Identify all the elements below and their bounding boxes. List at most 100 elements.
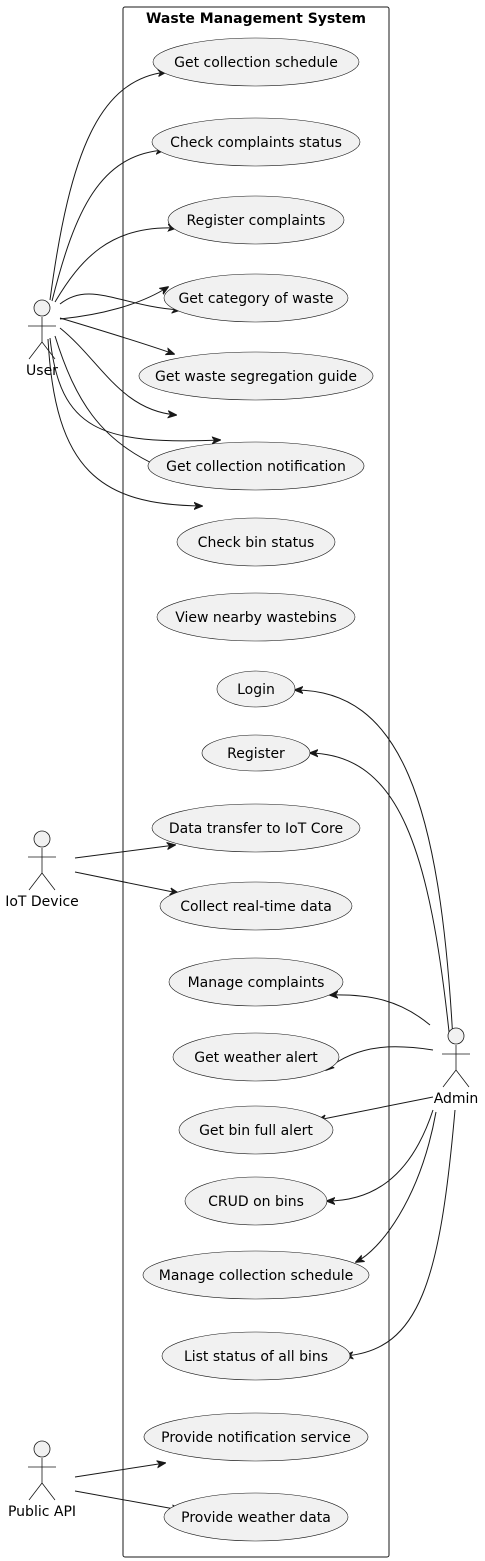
use-case-ellipse [163,273,349,323]
use-case-manage-complaints[interactable]: Manage complaints [168,957,344,1007]
use-case-ellipse [184,1176,328,1226]
use-case-crud-on-bins[interactable]: CRUD on bins [184,1176,328,1226]
use-case-register-complaints[interactable]: Register complaints [167,195,345,245]
actor-body-icon [28,1458,56,1501]
use-case-label: Register [227,746,285,762]
actor-user[interactable]: User [26,299,58,379]
use-case-check-complaints-status[interactable]: Check complaints status [151,117,361,167]
association-api-to-provide-notification-service [74,1463,165,1478]
use-case-ellipse [159,881,353,931]
actor-body-icon [28,848,56,891]
use-case-ellipse [151,117,361,167]
use-case-get-weather-alert[interactable]: Get weather alert [172,1032,340,1082]
actor-body-icon [442,1045,470,1088]
actor-head-icon [447,1027,465,1045]
use-case-get-category-of-waste[interactable]: Get category of waste [163,273,349,323]
association-admin-to-manage-complaints [330,995,431,1026]
association-admin-to-list-status-of-all-bins [345,1109,456,1356]
association-admin-to-manage-collection-schedule [356,1111,437,1262]
use-case-get-waste-segregation-guide[interactable]: Get waste segregation guide [138,351,374,401]
use-case-data-transfer-to-iot-core[interactable]: Data transfer to IoT Core [151,803,361,853]
use-case-label: Register complaints [187,213,326,229]
use-case-label: Check complaints status [170,135,342,151]
association-user-to-register-complaints [54,228,176,303]
use-case-view-nearby-wastebins[interactable]: View nearby wastebins [156,592,356,642]
use-case-label: Get collection schedule [174,55,338,71]
actor-head-icon [33,830,51,848]
actor-label: Admin [434,1091,479,1107]
use-case-ellipse [176,517,336,567]
use-case-label: Get waste segregation guide [155,369,357,385]
use-case-label: Data transfer to IoT Core [169,821,343,837]
use-case-get-collection-schedule[interactable]: Get collection schedule [152,37,360,87]
association-user-to-check-complaints-status [51,150,164,302]
association-user-to-view-nearby-wastebins [54,335,158,466]
association-user-to-login [49,337,220,441]
use-case-get-bin-full-alert[interactable]: Get bin full alert [178,1105,334,1155]
association-api-to-provide-weather-data [74,1490,180,1510]
actor-iot[interactable]: IoT Device [5,830,79,910]
use-case-ellipse [172,1032,340,1082]
association-admin-to-crud-on-bins [327,1109,434,1201]
actor-admin[interactable]: Admin [434,1027,479,1107]
use-case-label: Login [237,682,275,698]
use-case-label: Collect real-time data [180,899,332,915]
actor-label: User [26,363,58,379]
use-case-label: List status of all bins [184,1349,328,1365]
use-case-ellipse [201,734,311,772]
use-case-list-status-of-all-bins[interactable]: List status of all bins [161,1331,351,1381]
use-case-provide-weather-data[interactable]: Provide weather data [163,1492,349,1542]
use-case-ellipse [147,441,365,491]
association-admin-to-get-weather-alert [326,1046,434,1070]
association-lines [47,72,456,1510]
use-case-ellipse [156,592,356,642]
association-iot-to-data-transfer-to-iot-core [74,845,175,859]
system-title: Waste Management System [146,11,366,27]
use-case-ellipse [168,957,344,1007]
use-case-ellipse [138,351,374,401]
actor-head-icon [33,299,51,317]
use-case-ellipse [161,1331,351,1381]
use-case-register[interactable]: Register [201,734,311,772]
use-case-label: Manage collection schedule [159,1268,353,1284]
association-admin-to-login [295,690,454,1042]
use-case-label: Get bin full alert [199,1123,313,1139]
use-case-label: Provide notification service [161,1430,351,1446]
association-user-to-get-waste-segregation-guide [59,287,168,320]
use-case-provide-notification-service[interactable]: Provide notification service [143,1412,369,1462]
use-case-label: Get collection notification [166,459,346,475]
use-case-login[interactable]: Login [216,670,296,708]
actor-body-icon [28,317,56,360]
use-case-label: View nearby wastebins [175,610,337,626]
use-case-label: Get category of waste [178,291,333,307]
association-user-to-get-collection-notification [59,317,174,354]
use-case-get-collection-notification[interactable]: Get collection notification [147,441,365,491]
actor-api[interactable]: Public API [8,1440,76,1520]
use-case-label: Manage complaints [188,975,325,991]
use-case-ellipse [163,1492,349,1542]
use-case-ellipse [178,1105,334,1155]
use-case-collect-real-time-data[interactable]: Collect real-time data [159,881,353,931]
use-case-ellipse [152,37,360,87]
use-case-ellipse [151,803,361,853]
use-case-manage-collection-schedule[interactable]: Manage collection schedule [142,1250,370,1300]
use-case-label: Get weather alert [194,1050,318,1066]
use-case-check-bin-status[interactable]: Check bin status [176,517,336,567]
association-admin-to-register [310,753,451,1042]
association-user-to-get-category-of-waste [59,293,180,310]
actor-head-icon [33,1440,51,1458]
use-case-ellipse [216,670,296,708]
use-case-ellipse [167,195,345,245]
use-case-label: Provide weather data [181,1510,331,1526]
use-case-ellipse [143,1412,369,1462]
use-case-ellipse [142,1250,370,1300]
association-user-to-register [47,338,202,506]
association-user-to-check-bin-status [59,327,176,415]
actor-label: Public API [8,1504,76,1520]
association-iot-to-collect-real-time-data [74,871,178,893]
system-boundary [122,6,390,1558]
actor-label: IoT Device [5,894,79,910]
